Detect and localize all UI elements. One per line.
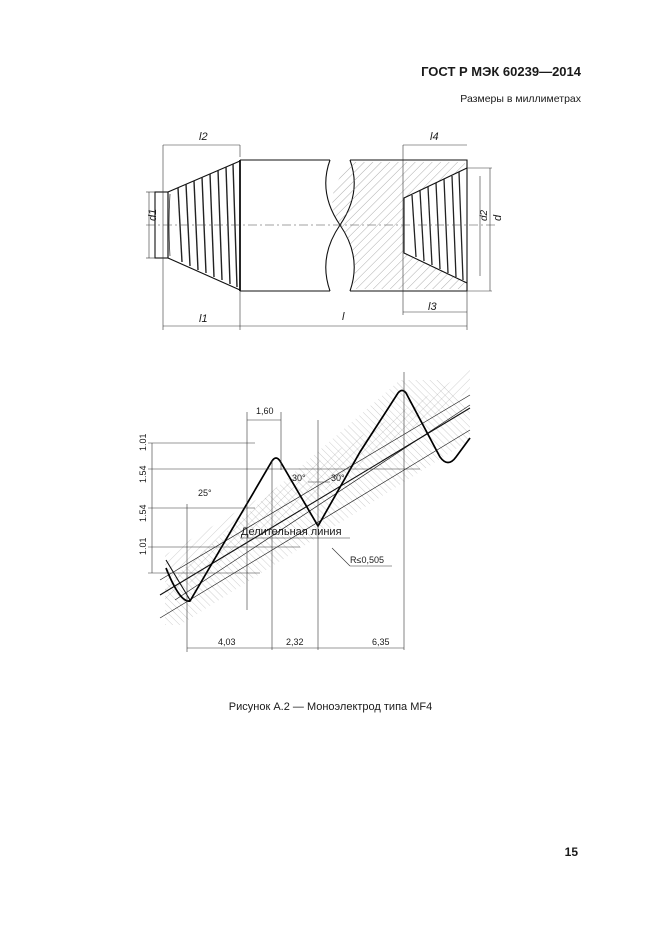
thread-profile-line [165, 389, 471, 602]
label-l2: l2 [199, 131, 208, 143]
label-d1: d1 [147, 209, 159, 221]
figure-caption: Рисунок А.2 — Моноэлектрод типа MF4 [228, 701, 433, 713]
dim-1-54-a: 1.54 [138, 465, 148, 483]
label-l1: l1 [199, 313, 208, 325]
dim-1-01-bottom: 1.01 [138, 537, 148, 555]
radius-label: R≤0,505 [350, 555, 384, 565]
dim-1-54-b: 1.54 [138, 504, 148, 522]
socket-section-hatch [332, 162, 465, 289]
label-l4: l4 [430, 131, 439, 143]
thread-profile-figure: 1.01 1.54 1.54 1.01 1,60 25° 30° 30° Дел… [138, 370, 471, 652]
pitch-line-label: Делительная линия [241, 526, 342, 538]
dim-4-03: 4,03 [218, 637, 236, 647]
electrode-figure: l2 l4 d1 d2 d l3 l1 l [146, 131, 504, 330]
label-l3: l3 [428, 301, 437, 313]
socket-outline [350, 159, 468, 292]
angle-25: 25° [198, 488, 212, 498]
label-d2: d2 [479, 209, 490, 221]
units-note: Размеры в миллиметрах [460, 93, 581, 105]
angle-30-a: 30° [292, 473, 306, 483]
socket-thread-lines [411, 171, 464, 281]
standard-code: ГОСТ Р МЭК 60239—2014 [421, 64, 581, 79]
label-l: l [342, 311, 345, 323]
angle-30-b: 30° [331, 473, 345, 483]
body-outline [240, 159, 330, 292]
dim-1-01-top: 1.01 [138, 433, 148, 451]
label-d: d [492, 214, 504, 221]
dim-6-35: 6,35 [372, 637, 390, 647]
socket-bore [403, 167, 468, 284]
dim-top-width: 1,60 [256, 406, 274, 416]
dim-2-32: 2,32 [286, 637, 304, 647]
tip-thread-lines [177, 163, 238, 288]
page-number: 15 [564, 845, 578, 859]
